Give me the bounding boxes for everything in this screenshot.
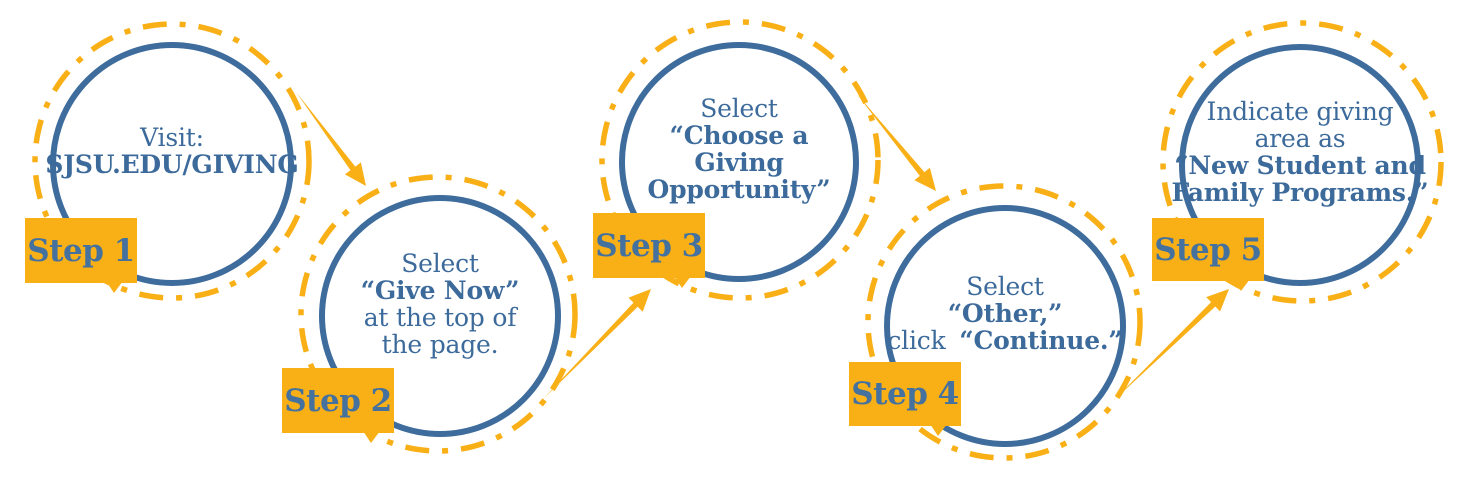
step-1-bubble-text: Visit: SJSU.EDU/GIVING: [45, 31, 299, 271]
step-5-line-2: area as: [1254, 124, 1346, 153]
step-3-bubble-text: Select “Choose a Giving Opportunity”: [614, 29, 864, 269]
step-3-badge-label: Step 3: [595, 227, 703, 264]
step-5-badge: Step 5: [1152, 218, 1264, 291]
arrow-icon-step1-to-step2: [296, 92, 366, 186]
step-5-dashed-ring: [1160, 20, 1444, 304]
arrow-icon-step4-to-step5: [1113, 289, 1229, 401]
step-1-badge-label: Step 1: [27, 232, 135, 269]
step-4-badge: Step 4: [849, 362, 961, 436]
step-1-dashed-ring: [32, 21, 312, 301]
step-2-line-3: at the top of: [363, 303, 517, 332]
step-2-line-2: “Give Now”: [360, 276, 520, 305]
step-4-line-3: click “Continue.”: [887, 327, 1122, 354]
step-2-badge: Step 2: [282, 368, 394, 443]
step-2-bubble-text: Select “Give Now” at the top of the page…: [315, 184, 565, 424]
step-3-badge: Step 3: [593, 213, 705, 288]
step-5-bubble-text: Indicate giving area as “New Student and…: [1172, 32, 1429, 272]
step-1-badge: Step 1: [25, 218, 137, 293]
step-4-bubble-text: Select “Other,” click “Continue.”: [880, 193, 1130, 433]
step-5-line-3: “New Student and: [1174, 151, 1426, 180]
step-4-badge-label: Step 4: [851, 376, 959, 412]
step-5-badge-label: Step 5: [1154, 231, 1262, 268]
step-5-line-4: Family Programs.”: [1171, 178, 1429, 207]
arrow-icon-step3-to-step4: [856, 93, 936, 191]
step-2-line-1: Select: [401, 249, 479, 278]
step-3-line-3: Giving: [694, 148, 784, 177]
step-2-line-4: the page.: [381, 330, 499, 359]
step-3-line-4: Opportunity”: [647, 175, 831, 204]
step-3-dashed-ring: [599, 19, 881, 301]
step-3-line-1: Select: [700, 94, 778, 123]
step-2-badge-label: Step 2: [284, 382, 392, 419]
step-4-line-1: Select: [966, 271, 1044, 301]
step-4-line-3-bold: “Continue.”: [959, 325, 1123, 355]
step-1-line-1: Visit:: [140, 123, 204, 152]
arrow-icon-step2-to-step3: [543, 289, 651, 399]
step-3-line-2: “Choose a: [669, 121, 809, 150]
step-2-dashed-ring: [298, 174, 578, 454]
step-1-line-2: SJSU.EDU/GIVING: [45, 150, 299, 179]
step-4-dashed-ring: [865, 183, 1143, 461]
step-4-line-2: “Other,”: [947, 298, 1063, 328]
step-4-line-3-regular: click: [887, 325, 946, 355]
step-5-line-1: Indicate giving: [1206, 97, 1394, 126]
